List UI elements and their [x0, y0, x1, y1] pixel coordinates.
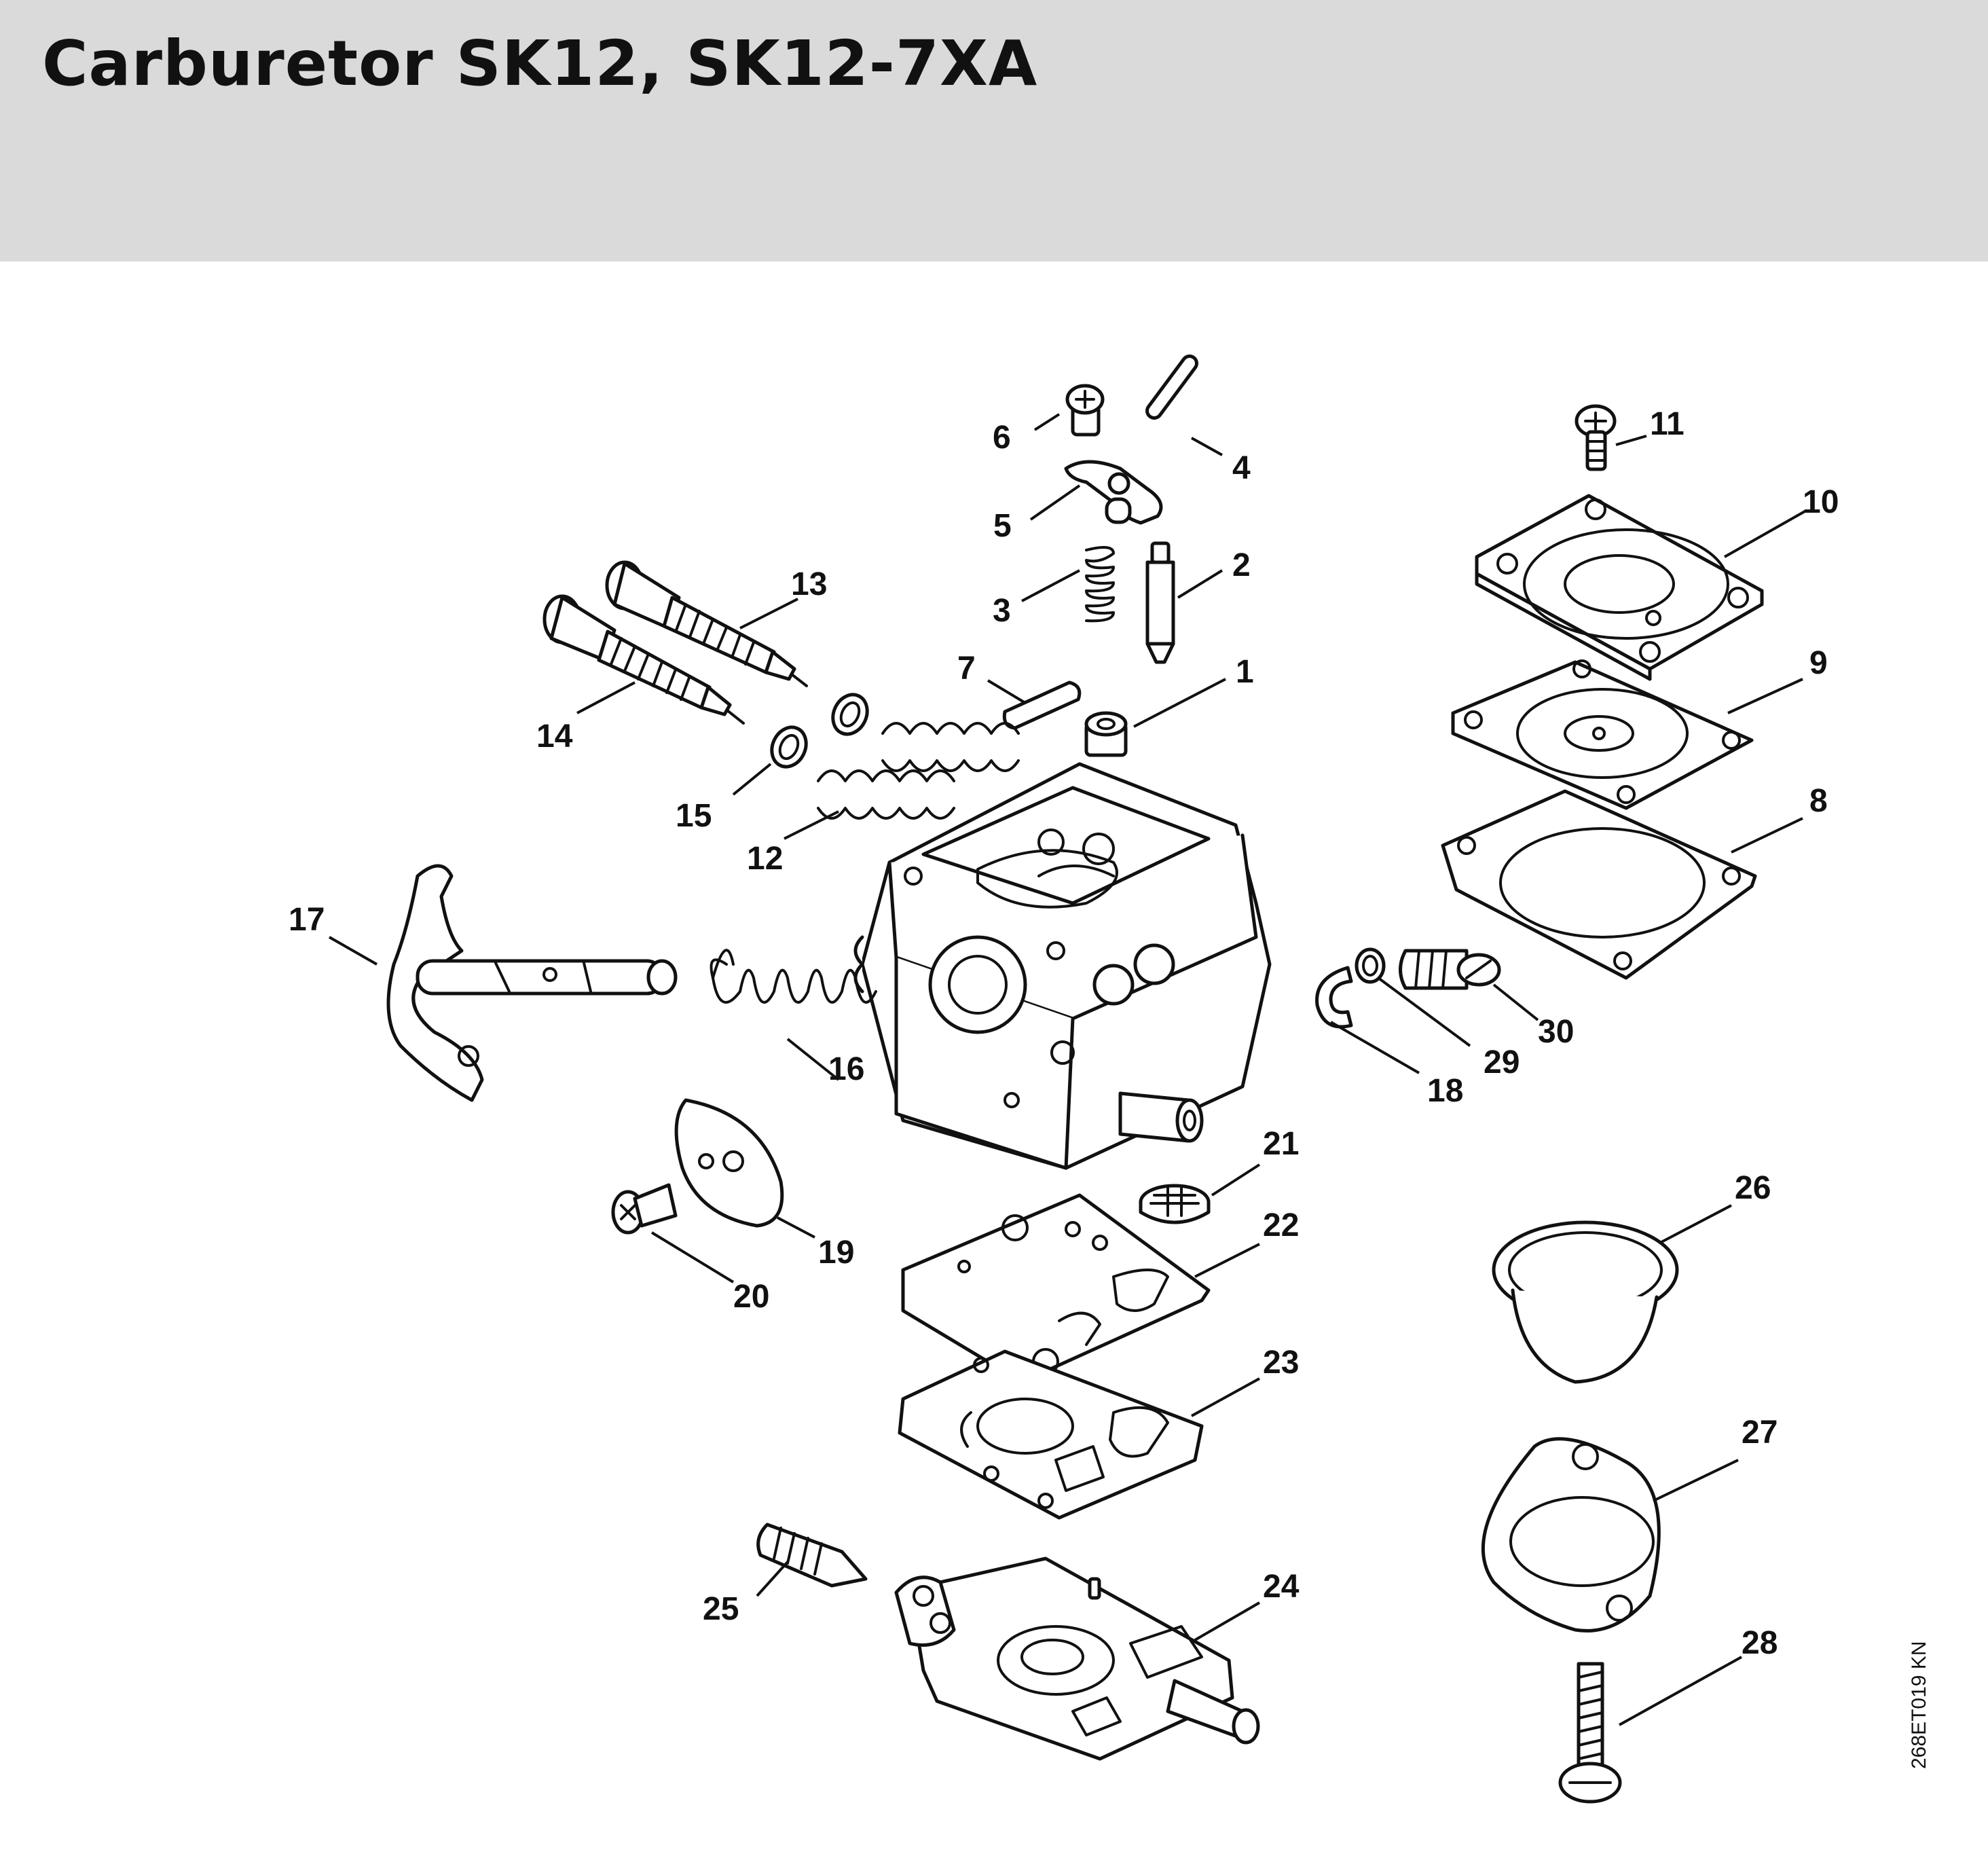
callout-2: 2 [1232, 547, 1251, 583]
part-4-pin [1145, 354, 1198, 420]
callout-6: 6 [993, 420, 1011, 456]
callout-20: 20 [733, 1279, 769, 1315]
part-26-primer-bulb [1492, 1220, 1679, 1384]
part-2-inlet-needle [1145, 541, 1175, 664]
callout-29: 29 [1484, 1044, 1520, 1080]
callout-8: 8 [1809, 783, 1828, 819]
part-30-screw [1399, 949, 1501, 990]
callout-27: 27 [1742, 1415, 1778, 1451]
callout-22: 22 [1263, 1207, 1299, 1243]
part-19-throttle-plate [674, 1098, 784, 1228]
callout-21: 21 [1263, 1126, 1299, 1162]
carburetor-body [853, 762, 1272, 1170]
part-22-gasket [901, 1193, 1211, 1384]
drawing-code: 268ET019 KN [1908, 1641, 1930, 1769]
callout-25: 25 [703, 1591, 739, 1627]
callout-14: 14 [536, 718, 573, 754]
part-25-filter-screen [756, 1523, 868, 1588]
callout-9: 9 [1809, 645, 1828, 681]
callout-24: 24 [1263, 1569, 1300, 1605]
part-15-washer [770, 693, 869, 769]
part-11-screw [1575, 404, 1617, 471]
part-20-screw [611, 1183, 678, 1235]
callout-labels: 1 2 3 4 5 6 7 8 9 10 11 12 13 14 15 16 1… [289, 406, 1839, 1661]
callout-28: 28 [1742, 1625, 1778, 1661]
callout-7: 7 [957, 651, 976, 687]
callout-11: 11 [1650, 406, 1685, 442]
part-8-gasket [1441, 789, 1757, 980]
callout-17: 17 [289, 902, 325, 938]
callout-5: 5 [993, 508, 1012, 544]
part-17-throttle-shaft [386, 864, 678, 1102]
part-28-screw [1558, 1662, 1622, 1804]
callout-4: 4 [1232, 450, 1251, 486]
part-10-pump-cover [1475, 494, 1764, 681]
callout-19: 19 [818, 1235, 854, 1271]
part-23-pump-gasket [898, 1349, 1204, 1520]
callout-30: 30 [1538, 1014, 1574, 1050]
part-13-adjusting-screw [605, 560, 808, 687]
part-7-pin [1002, 680, 1082, 730]
callout-23: 23 [1263, 1345, 1299, 1381]
page-title: Carburetor SK12, SK12-7XA [42, 27, 1038, 100]
header-bar: Carburetor SK12, SK12-7XA [0, 0, 1988, 261]
part-5-lever [1064, 460, 1163, 525]
part-9-diaphragm [1451, 659, 1754, 810]
callout-13: 13 [791, 566, 827, 602]
part-24-pump-body [894, 1556, 1260, 1761]
callout-15: 15 [676, 798, 712, 834]
callout-3: 3 [993, 593, 1011, 629]
leader-lines [329, 413, 1807, 1726]
part-27-retainer [1481, 1437, 1661, 1633]
part-3-spring [1085, 546, 1115, 623]
callout-16: 16 [828, 1051, 864, 1087]
callout-18: 18 [1427, 1073, 1463, 1109]
part-1-bushing [1084, 711, 1128, 757]
part-29-washer [1355, 947, 1386, 984]
callout-1: 1 [1236, 654, 1254, 690]
callout-12: 12 [747, 841, 783, 877]
part-12-springs [817, 722, 1020, 820]
part-14-adjusting-screw [542, 594, 745, 725]
part-6-screw [1065, 384, 1105, 437]
part-21-strainer [1139, 1184, 1211, 1224]
callout-10: 10 [1803, 484, 1839, 520]
part-16-spring [710, 949, 877, 1004]
part-18-e-clip [1315, 966, 1353, 1029]
callout-26: 26 [1735, 1170, 1771, 1206]
